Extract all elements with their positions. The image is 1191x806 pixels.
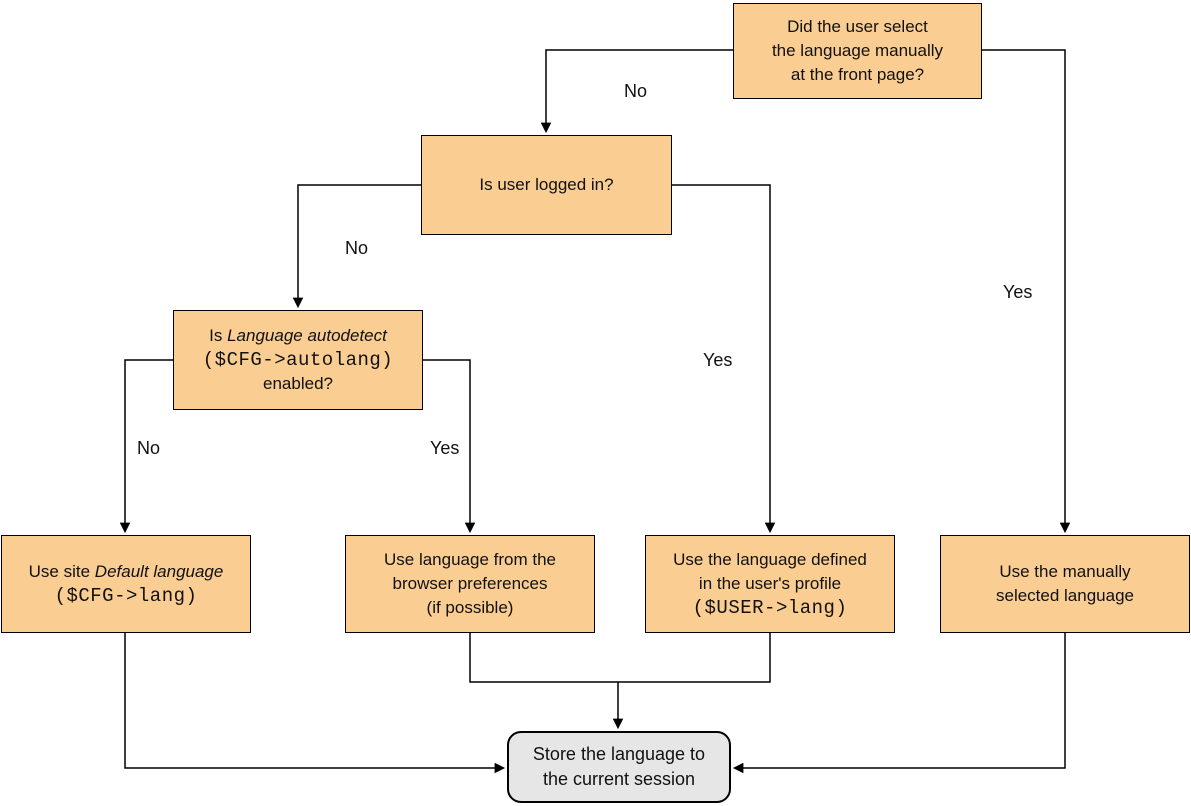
node-question-autodetect: Is Language autodetect ($CFG->autolang) …: [173, 310, 423, 410]
edge-autodetect-no: [119, 359, 173, 534]
edge-manual-yes: [982, 49, 1071, 534]
node-text-fragment-italic: Default language: [94, 562, 224, 581]
edge-logged-no: [292, 184, 421, 309]
node-text-line: Use language from the: [384, 550, 556, 569]
node-action-default-language: Use site Default language ($CFG->lang): [1, 535, 251, 633]
node-text-line: enabled?: [263, 374, 333, 393]
node-text-line: the language manually: [771, 41, 944, 60]
node-text-line: browser preferences: [392, 574, 548, 593]
node-question-logged-in: Is user logged in?: [421, 135, 672, 235]
node-question-manual-select: Did the user select the language manuall…: [733, 3, 982, 99]
node-text-line: selected language: [995, 586, 1134, 605]
edge-label-no-autodetect: No: [137, 438, 161, 458]
node-text-fragment: Use site: [28, 562, 95, 581]
edge-logged-yes: [672, 184, 776, 534]
edge-label-yes-logged: Yes: [703, 350, 733, 370]
edge-manual-to-store: [732, 633, 1066, 774]
node-text-fragment: Is: [209, 326, 228, 345]
node-text-line: in the user's profile: [698, 574, 842, 593]
edge-label-yes-autodetect: Yes: [430, 438, 460, 458]
edge-autodetect-yes: [423, 359, 476, 534]
node-text-line: Is Language autodetect: [209, 324, 387, 348]
edge-default-to-store: [124, 633, 506, 774]
node-text-line: the current session: [542, 769, 696, 789]
node-text-line: Store the language to: [532, 744, 706, 764]
node-action-profile-language: Use the language defined in the user's p…: [645, 535, 895, 633]
node-action-browser-language: Use language from the browser preference…: [345, 535, 595, 633]
node-action-manual-language: Use the manually selected language: [940, 535, 1190, 633]
node-text-code: ($CFG->autolang): [202, 349, 394, 371]
node-text-line: Use the language defined: [673, 550, 867, 569]
node-text-line: (if possible): [426, 598, 514, 617]
node-text-fragment-italic: Language autodetect: [227, 326, 387, 345]
node-text-line: Did the user select: [787, 17, 928, 36]
node-text-line: Use the manually: [999, 562, 1131, 581]
node-text-line: at the front page?: [790, 65, 925, 84]
edge-merge-browser-profile: [469, 633, 771, 683]
node-store-session: Store the language to the current sessio…: [507, 731, 731, 803]
node-text-line: Is user logged in?: [479, 175, 614, 194]
node-text-line: Use site Default language: [29, 560, 224, 584]
edge-label-no-logged: No: [345, 238, 369, 258]
edge-manual-no: [540, 49, 733, 134]
node-text-code: ($USER->lang): [692, 597, 848, 619]
edge-label-no-manual: No: [624, 81, 648, 101]
node-text-code: ($CFG->lang): [54, 585, 198, 607]
edge-label-yes-manual: Yes: [1003, 282, 1033, 302]
